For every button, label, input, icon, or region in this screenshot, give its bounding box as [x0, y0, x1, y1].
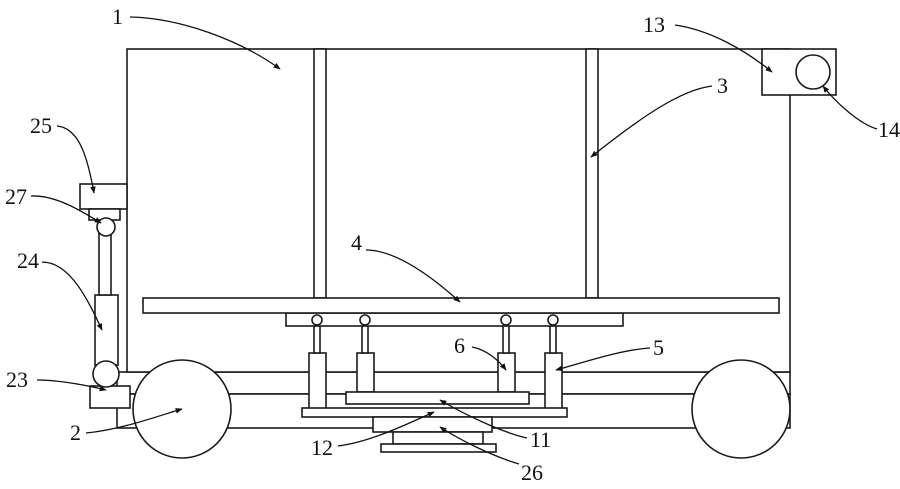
foot-plate-upper	[392, 431, 484, 445]
foot-plate-lower	[380, 443, 497, 453]
label-1: 1	[112, 4, 123, 29]
label-11: 11	[530, 427, 551, 452]
leader-lines	[30, 16, 878, 465]
label-25: 25	[30, 113, 52, 138]
label-26: 26	[521, 460, 543, 485]
label-23: 23	[6, 367, 28, 392]
piston-rods	[313, 320, 557, 354]
base-plate	[301, 407, 568, 418]
platform-plate	[142, 297, 780, 314]
pin-joints	[311, 314, 559, 326]
lift-plate	[345, 391, 530, 405]
label-3: 3	[717, 73, 728, 98]
label-24: 24	[17, 248, 39, 273]
label-2: 2	[70, 420, 81, 445]
wheel-right	[691, 359, 791, 459]
reference-numerals: 1 3 13 14 4 5 6 11 12 26 2 23 24 25 27	[5, 4, 900, 485]
label-6: 6	[454, 333, 465, 358]
bottom-block	[372, 416, 493, 433]
label-27: 27	[5, 184, 27, 209]
label-4: 4	[351, 230, 362, 255]
label-13: 13	[643, 12, 665, 37]
mounting-plate	[285, 312, 624, 327]
corner-circle	[795, 54, 831, 90]
label-5: 5	[653, 335, 664, 360]
side-lift-mechanism	[79, 183, 131, 409]
label-12: 12	[311, 435, 333, 460]
label-14: 14	[878, 117, 900, 142]
